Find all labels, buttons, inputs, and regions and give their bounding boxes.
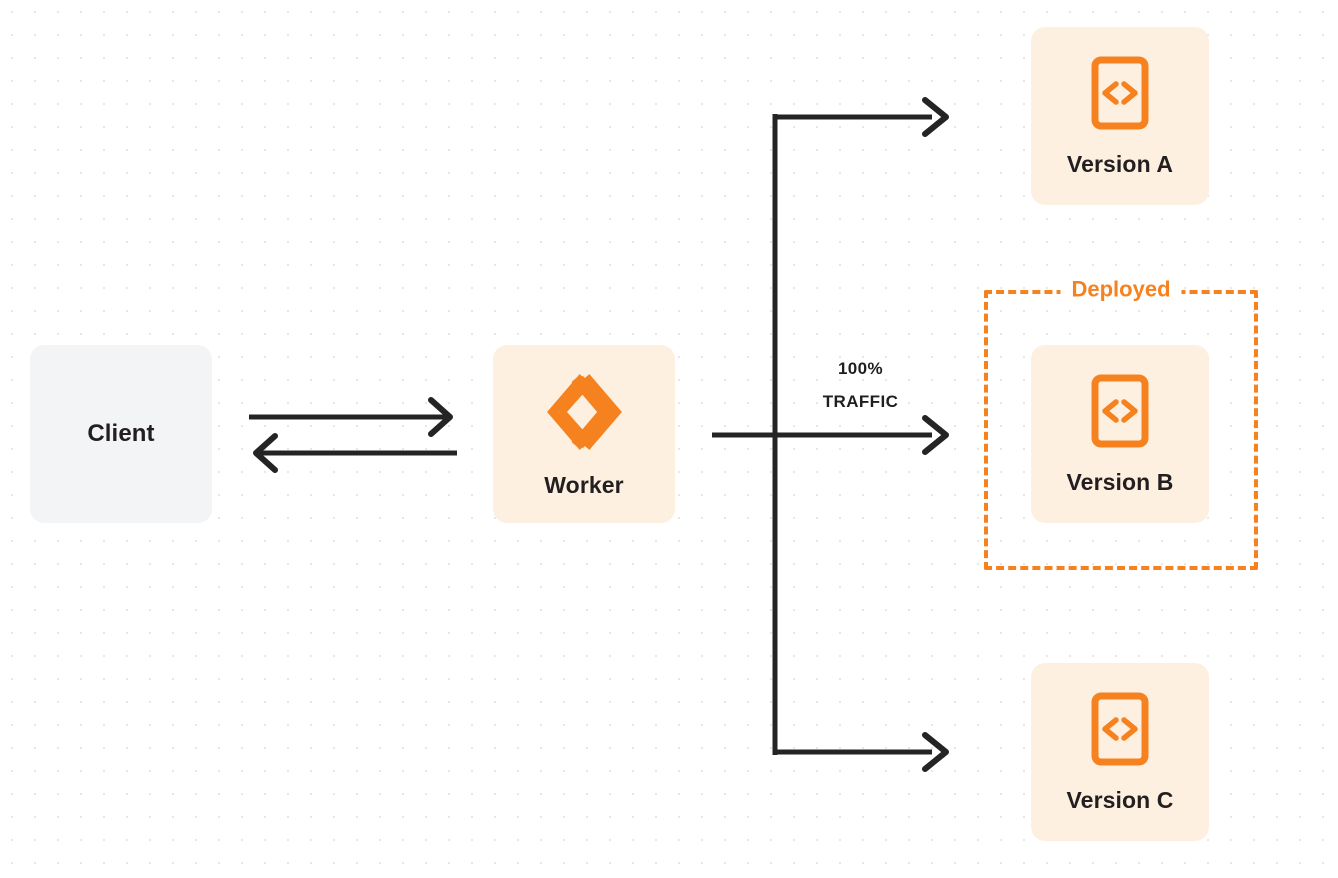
connector-client-to-worker	[249, 397, 453, 437]
connector-branch-version-a	[773, 97, 949, 137]
node-client[interactable]: Client	[30, 345, 212, 523]
node-client-label: Client	[87, 420, 155, 447]
node-worker-label: Worker	[544, 472, 624, 498]
node-version-b[interactable]: Version B	[1031, 345, 1209, 523]
node-version-c-label: Version C	[1066, 787, 1174, 813]
connector-branch-version-b	[712, 415, 949, 455]
code-brackets-icon	[1091, 374, 1149, 453]
traffic-word: TRAFFIC	[822, 392, 899, 412]
connector-worker-to-client	[253, 433, 457, 473]
traffic-percent-value: 100%	[837, 359, 884, 378]
node-version-c[interactable]: Version C	[1031, 663, 1209, 841]
code-brackets-icon	[1091, 692, 1149, 771]
node-version-a[interactable]: Version A	[1031, 27, 1209, 205]
node-version-a-label: Version A	[1066, 151, 1174, 177]
node-version-b-label: Version B	[1066, 469, 1174, 495]
cloudflare-workers-logo-icon	[542, 371, 626, 458]
traffic-percentage-label: 100% TRAFFIC	[788, 352, 933, 418]
deployed-group: Deployed	[984, 278, 1258, 570]
deployed-group-label: Deployed	[1060, 278, 1182, 301]
connector-branch-version-c	[773, 732, 949, 772]
node-worker[interactable]: Worker	[493, 345, 675, 523]
code-brackets-icon	[1091, 56, 1149, 135]
